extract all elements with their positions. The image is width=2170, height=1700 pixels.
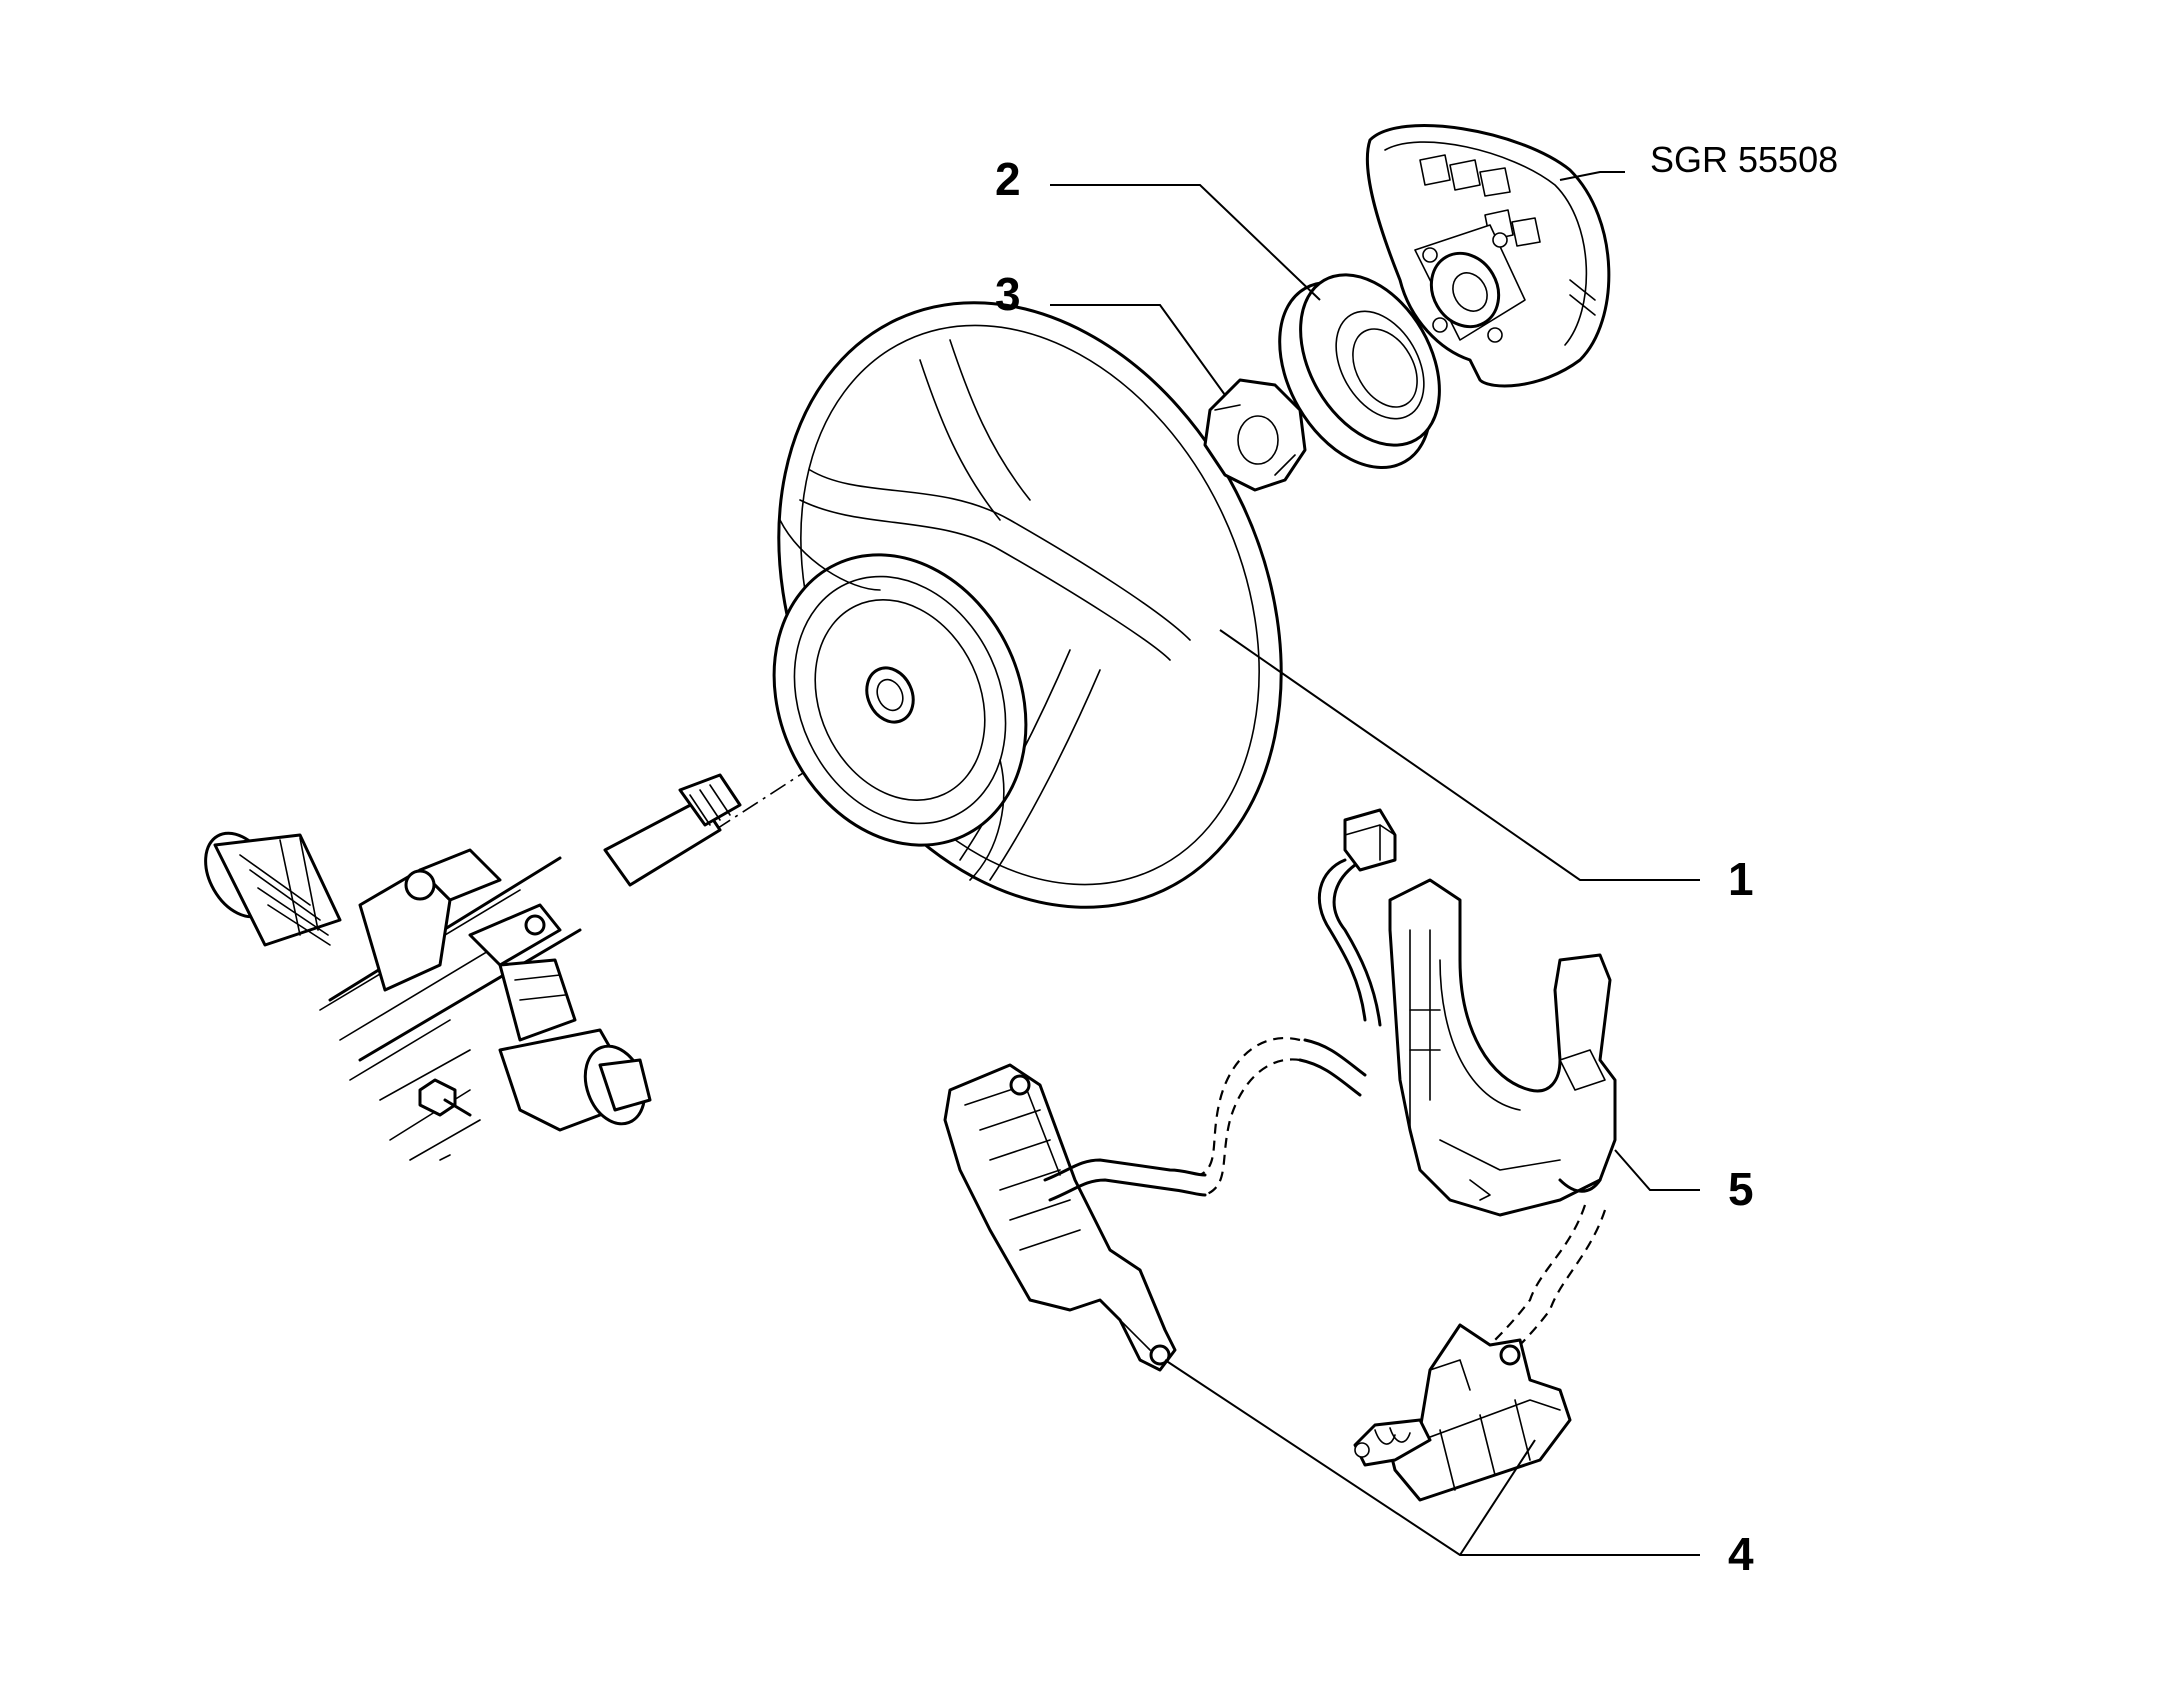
- reference-code: SGR 55508: [1650, 139, 1838, 180]
- steering-column: [204, 773, 742, 1161]
- retaining-nut: [1203, 378, 1307, 492]
- steering-wheel: [772, 301, 1283, 909]
- callout-bearing-ring: 2: [995, 153, 1021, 205]
- bearing-ring: [1278, 273, 1441, 470]
- stalk-switch-left: [943, 1063, 1207, 1372]
- airbag-module: [1365, 124, 1611, 388]
- callout-nut: 3: [995, 268, 1021, 320]
- callout-switch-parts: 4: [1728, 1528, 1754, 1580]
- clock-spring: [1199, 808, 1617, 1356]
- stalk-switch-right: [1353, 1323, 1572, 1502]
- callout-steering-wheel: 1: [1728, 853, 1754, 905]
- leader-lines: [1050, 171, 1700, 1556]
- callout-clock-spring: 5: [1728, 1163, 1754, 1215]
